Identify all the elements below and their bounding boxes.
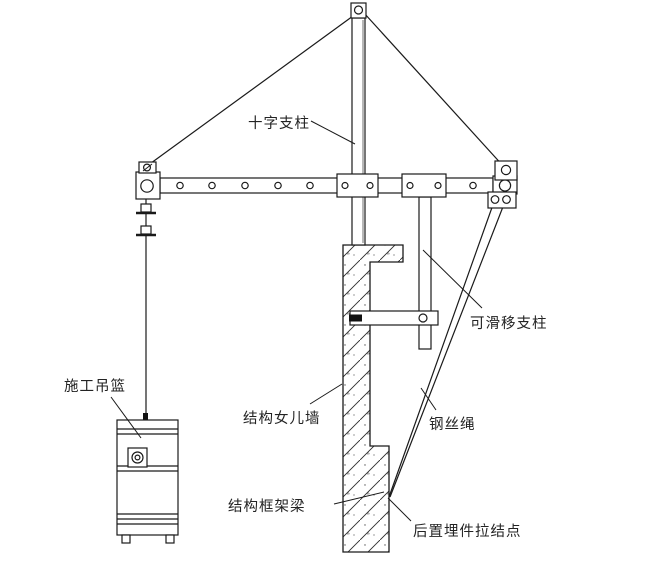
leader-sliding-post (422, 249, 483, 309)
gondola-foot-left (121, 534, 131, 544)
label-cross-post: 十字支柱 (248, 115, 310, 132)
wire-rope-line-1 (388, 198, 496, 498)
right-guy-cable (363, 12, 506, 169)
clamp-bolt (434, 181, 442, 190)
right-end-pin (498, 179, 512, 192)
clamp-bolt (366, 181, 374, 190)
pulley-wheel (353, 5, 364, 15)
wall-brace (349, 310, 439, 326)
beam-clamp-sliding-post (401, 173, 447, 198)
left-guy-cable (146, 15, 354, 167)
label-sliding-post: 可滑移支柱 (470, 315, 548, 332)
label-gondola: 施工吊篮 (64, 377, 126, 395)
beam-hole (208, 181, 216, 190)
rope-end-grip (143, 413, 148, 421)
leader-gondola (110, 396, 142, 439)
label-frame-beam: 结构框架梁 (228, 498, 306, 515)
label-anchor-point: 后置埋件拉结点 (413, 523, 522, 540)
tie-back-hole-1 (490, 195, 500, 204)
left-end-pin (140, 179, 154, 193)
tie-back-hole-2 (502, 195, 511, 204)
brace-bolt-hole (418, 313, 428, 323)
left-cable-end (142, 163, 153, 172)
rope-fitting-upper (140, 203, 152, 213)
sliding-post-bar (418, 196, 432, 350)
parapet-wall (342, 244, 404, 553)
beam-hole (241, 181, 249, 190)
suspension-beam (135, 160, 518, 209)
right-lug-hole (500, 164, 512, 176)
beam-clamp-cross-post (336, 173, 379, 198)
leader-anchor-point (387, 497, 412, 522)
brace-wall-anchor (349, 314, 362, 322)
leader-wire-rope (420, 387, 437, 411)
left-suspension-rigging (136, 199, 156, 421)
label-parapet-wall: 结构女儿墙 (243, 409, 321, 427)
leader-lines (110, 120, 483, 522)
leader-frame-beam (333, 491, 385, 505)
gondola-body (116, 419, 179, 536)
labels: 十字支柱 施工吊篮 结构女儿墙 结构框架梁 后置埋件拉结点 可滑移支柱 钢丝绳 (64, 115, 548, 540)
beam-hole (306, 181, 314, 190)
cross-post (350, 2, 367, 246)
gondola-foot-right (165, 534, 175, 544)
gondola (116, 419, 179, 544)
tie-back-wire-ropes (388, 198, 507, 498)
beam-hole (274, 181, 282, 190)
clamp-bolt (406, 181, 414, 190)
leader-parapet-wall (309, 383, 343, 405)
beam-hole (469, 181, 477, 190)
rope-fitting-lower (140, 225, 152, 235)
wire-rope-line-2 (389, 198, 507, 498)
sliding-post (418, 196, 432, 350)
label-wire-rope: 钢丝绳 (429, 416, 476, 433)
parapet-wall-section (342, 244, 404, 553)
beam-hole (176, 181, 184, 190)
leader-cross-post (310, 120, 356, 145)
guy-cables (146, 12, 506, 169)
hoist-motor-hub (134, 454, 141, 461)
clamp-bolt (341, 181, 349, 190)
